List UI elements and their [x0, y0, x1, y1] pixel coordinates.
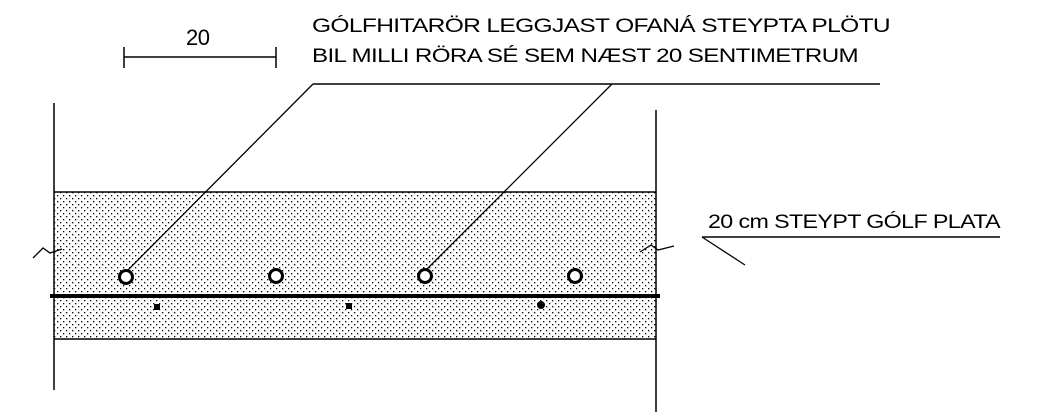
heating-pipe	[268, 268, 284, 284]
rebar-dot	[154, 304, 160, 310]
slab-note-label: 20 cm STEYPT GÓLF PLATA	[708, 211, 1001, 233]
pipe-leader-line	[126, 83, 314, 272]
pipe-leader-line	[425, 83, 613, 271]
heating-pipe	[417, 268, 433, 284]
slab-leader-line	[701, 236, 746, 266]
left-break-mark	[32, 247, 63, 259]
heating-pipe	[118, 269, 134, 285]
concrete-slab	[54, 192, 656, 338]
right-break-mark	[639, 244, 675, 253]
dimension-label: 20	[186, 25, 210, 50]
pipe-note-line-1: GÓLFHITARÖR LEGGJAST OFANÁ STEYPTA PLÖTU	[312, 15, 890, 37]
rebar-dot	[346, 303, 352, 309]
rebar-dot	[537, 301, 545, 309]
pipe-note-line-2: BIL MILLI RÖRA SÉ SEM NÆST 20 SENTIMETRU…	[312, 46, 858, 67]
heating-pipe	[567, 268, 583, 284]
